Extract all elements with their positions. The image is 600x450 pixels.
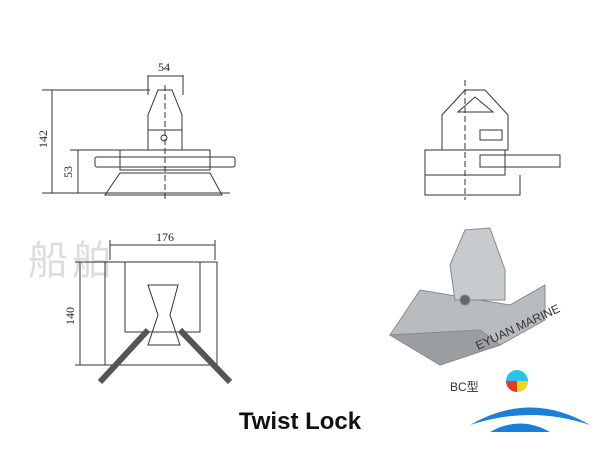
dim-plan-depth: 140 <box>63 307 77 325</box>
dim-top-width: 54 <box>158 60 170 74</box>
side-view <box>424 80 561 200</box>
front-view: 54 142 53 <box>36 60 236 200</box>
model-label: BC型 <box>450 380 479 394</box>
dim-height-total: 142 <box>36 130 50 148</box>
plan-view: 176 140 <box>63 230 233 385</box>
dim-plan-width: 176 <box>156 230 174 244</box>
watermark: 船舶 <box>28 238 116 284</box>
twist-lock-photo <box>388 227 546 366</box>
page-title: Twist Lock <box>238 408 362 435</box>
dim-height-base: 53 <box>61 166 75 178</box>
